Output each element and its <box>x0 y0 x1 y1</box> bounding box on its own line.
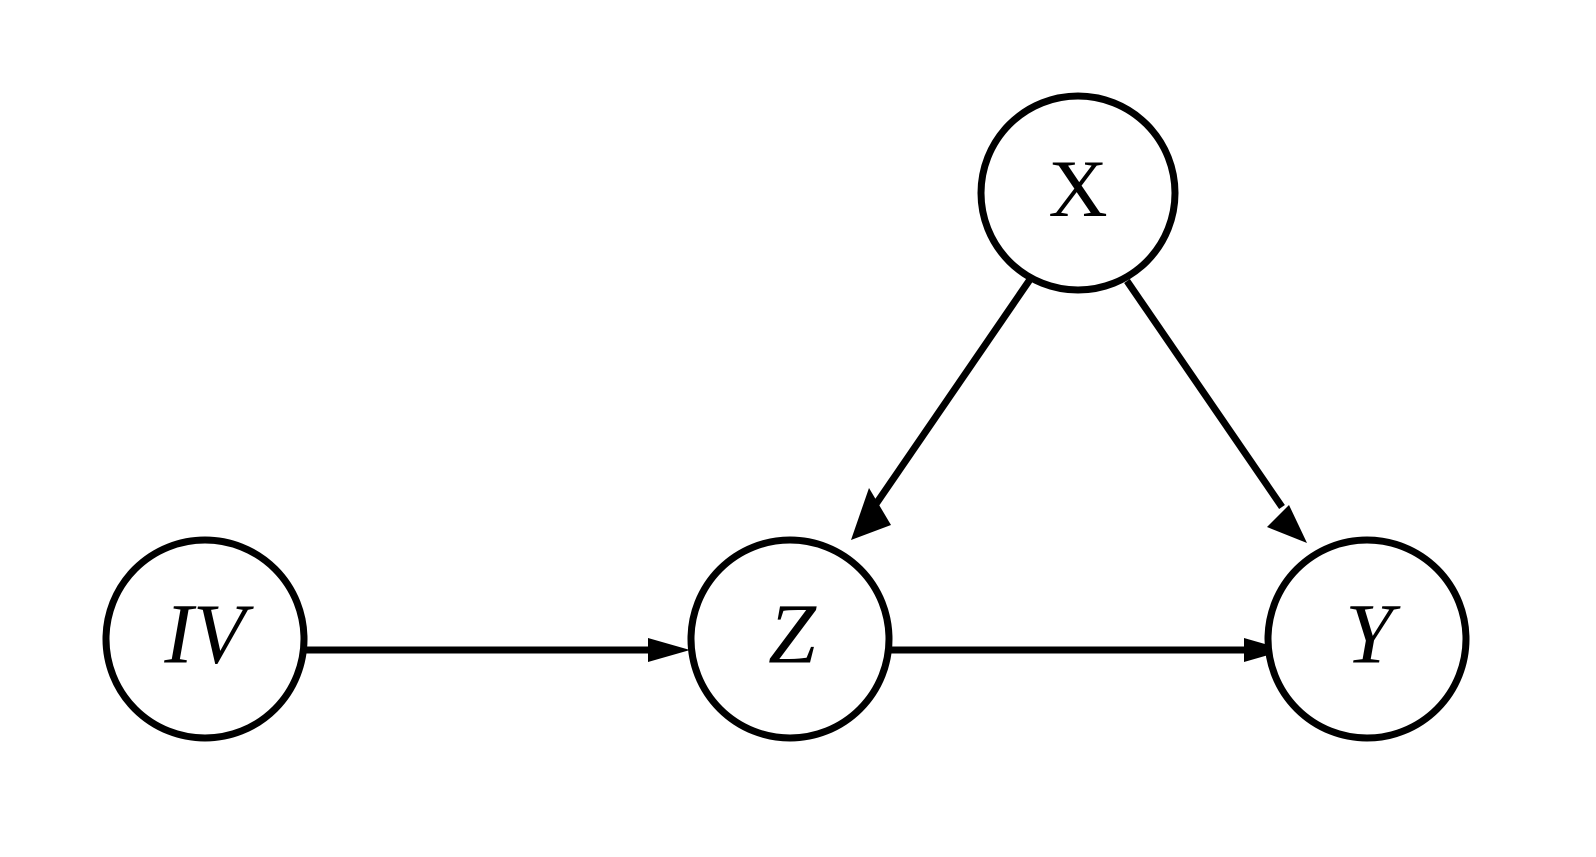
node-y[interactable]: Y <box>1264 536 1470 742</box>
node-x-circle <box>977 92 1179 294</box>
node-x-label: X <box>1048 143 1107 234</box>
node-y-label: Y <box>1345 586 1401 682</box>
edge-z-to-y-arrowhead <box>1244 638 1286 662</box>
edge-x-to-y-line <box>1124 279 1285 509</box>
node-iv[interactable]: IV <box>102 536 308 742</box>
nodes-layer: IV Z X Y <box>102 92 1470 742</box>
node-x[interactable]: X <box>977 92 1179 294</box>
node-z-circle <box>687 536 893 742</box>
node-z-label: Z <box>768 586 817 682</box>
edge-iv-to-z-arrowhead <box>648 638 690 662</box>
edge-x-to-y[interactable] <box>1124 279 1307 543</box>
edge-x-to-z[interactable] <box>851 276 1034 540</box>
edge-z-to-y[interactable] <box>890 638 1286 662</box>
node-z[interactable]: Z <box>687 536 893 742</box>
edge-x-to-y-arrowhead <box>1267 505 1307 543</box>
edge-iv-to-z[interactable] <box>305 638 690 662</box>
edge-x-to-z-line <box>873 276 1034 506</box>
edge-x-to-z-arrowhead <box>851 488 891 540</box>
node-y-circle <box>1264 536 1470 742</box>
edges-layer <box>305 276 1307 662</box>
node-iv-label: IV <box>163 586 254 682</box>
node-iv-circle <box>102 536 308 742</box>
